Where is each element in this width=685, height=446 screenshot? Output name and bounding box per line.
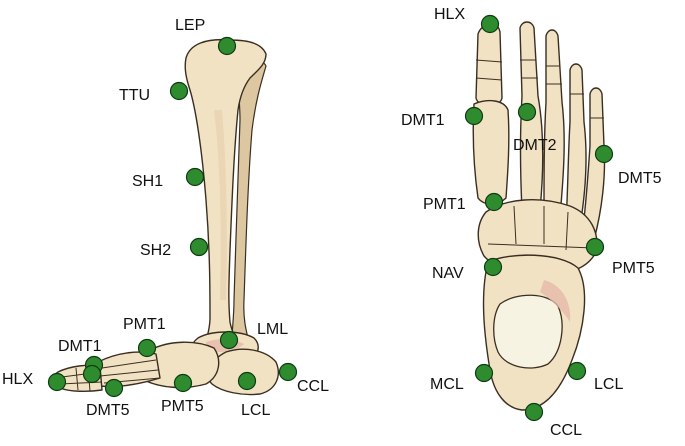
marker-nav [483,257,503,277]
label-ttu: TTU [119,87,150,104]
marker-pmt1-dorsal [484,192,504,212]
label-dmt2-dorsal: DMT2 [513,137,557,154]
label-hlx-lateral: HLX [2,371,33,388]
toe-lines [59,365,103,392]
marker-dmt5-lateral [104,378,124,398]
label-lcl-dorsal: LCL [594,376,623,393]
marker-ccl-dorsal [524,402,544,422]
hallux-phalanges [475,23,503,107]
label-pmt1: PMT1 [123,316,166,333]
heel-shading [540,280,571,322]
label-pmt5-lateral: PMT5 [161,398,204,415]
tibia-shading [214,110,227,300]
dorsal-foot-illustration [472,21,606,411]
lateral-leg-illustration [53,38,279,396]
marker-lep [217,36,237,56]
marker-dmt5-dorsal [594,144,614,164]
marker-hlx-dorsal [480,14,500,34]
label-dmt1-lateral: DMT1 [58,338,102,355]
label-lml: LML [257,321,288,338]
label-lep: LEP [175,17,205,34]
label-pmt5-dorsal: PMT5 [612,260,655,277]
marker-pmt5-dorsal [585,237,605,257]
third-ray [543,29,565,217]
marker-pmt1-lateral [137,338,157,358]
marker-lcl-dorsal [567,361,587,381]
label-mcl: MCL [430,376,464,393]
marker-sh2 [189,237,209,257]
talus-articular-surface [493,294,563,369]
label-pmt1-dorsal: PMT1 [423,196,466,213]
label-dmt5-lateral: DMT5 [86,402,130,419]
marker-toe-lateral-a [82,364,102,384]
label-ccl-dorsal: CCL [550,422,582,439]
label-ccl-lateral: CCL [297,378,329,395]
marker-lml [219,330,239,350]
label-hlx-dorsal: HLX [434,6,465,23]
fourth-ray [565,63,587,227]
marker-sh1 [185,167,205,187]
first-metatarsal [472,99,510,205]
label-dmt5-dorsal: DMT5 [618,170,662,187]
fifth-ray [581,87,606,241]
marker-lcl-lateral [237,371,257,391]
marker-mcl [474,363,494,383]
dorsal-labels: HLX DMT1 DMT2 DMT5 PMT1 NAV PMT5 MCL LCL… [401,6,662,439]
marker-ttu [169,81,189,101]
marker-pmt5-lateral [173,373,193,393]
label-nav: NAV [432,265,464,282]
label-lcl-lateral: LCL [241,402,270,419]
marker-dmt2-dorsal [517,102,537,122]
lateral-labels: LEP TTU SH1 SH2 PMT1 LML DMT1 HLX CCL DM… [2,17,329,419]
label-sh1: SH1 [132,173,163,190]
label-sh2: SH2 [140,242,171,259]
marker-hlx-lateral [47,372,67,392]
label-dmt1-dorsal: DMT1 [401,112,445,129]
fibula-bone [231,57,267,341]
marker-layer [47,14,614,422]
marker-dmt1-dorsal [464,106,484,126]
marker-ccl-lateral [278,362,298,382]
